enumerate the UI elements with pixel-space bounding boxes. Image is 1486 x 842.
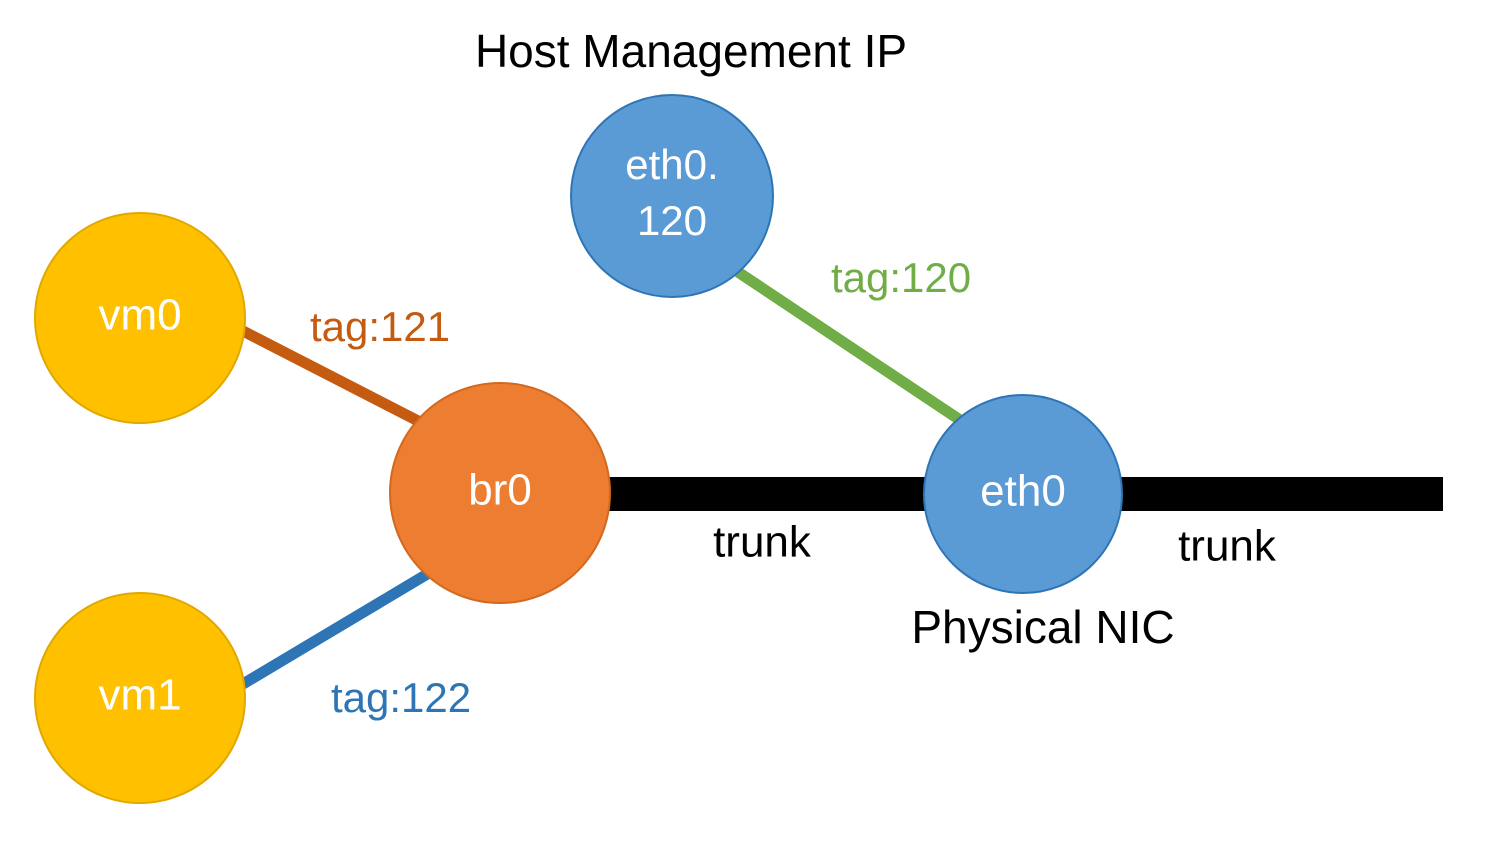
node-br0[interactable] <box>389 382 611 604</box>
edge-label-tag-121: tag:121 <box>310 303 450 350</box>
edge-vm1-br0[interactable] <box>240 565 437 689</box>
node-vm0[interactable] <box>34 212 246 424</box>
edge-label-tag-120: tag:120 <box>831 254 971 301</box>
trunk-bar-br0-eth0[interactable] <box>607 477 927 511</box>
node-vm1[interactable] <box>34 592 246 804</box>
edge-label-tag-122: tag:122 <box>331 674 471 721</box>
trunk-bar-eth0-uplink[interactable] <box>1120 477 1443 511</box>
node-eth0-120[interactable] <box>570 94 774 298</box>
caption-physical-nic: Physical NIC <box>911 601 1174 653</box>
caption-group: Host Management IP Physical NIC <box>475 25 1175 653</box>
trunk-group <box>607 477 1443 511</box>
caption-host-management-ip: Host Management IP <box>475 25 907 77</box>
trunk-label-left: trunk <box>713 518 812 567</box>
trunk-label-right: trunk <box>1178 522 1277 571</box>
node-group <box>34 94 1123 804</box>
trunk-label-group: trunk trunk <box>713 518 1277 571</box>
edge-label-group: tag:121 tag:122 tag:120 <box>310 254 971 721</box>
edge-vm0-br0[interactable] <box>240 326 427 429</box>
edge-group <box>240 267 964 689</box>
node-eth0[interactable] <box>923 394 1123 594</box>
edge-eth0120-eth0[interactable] <box>734 267 964 425</box>
